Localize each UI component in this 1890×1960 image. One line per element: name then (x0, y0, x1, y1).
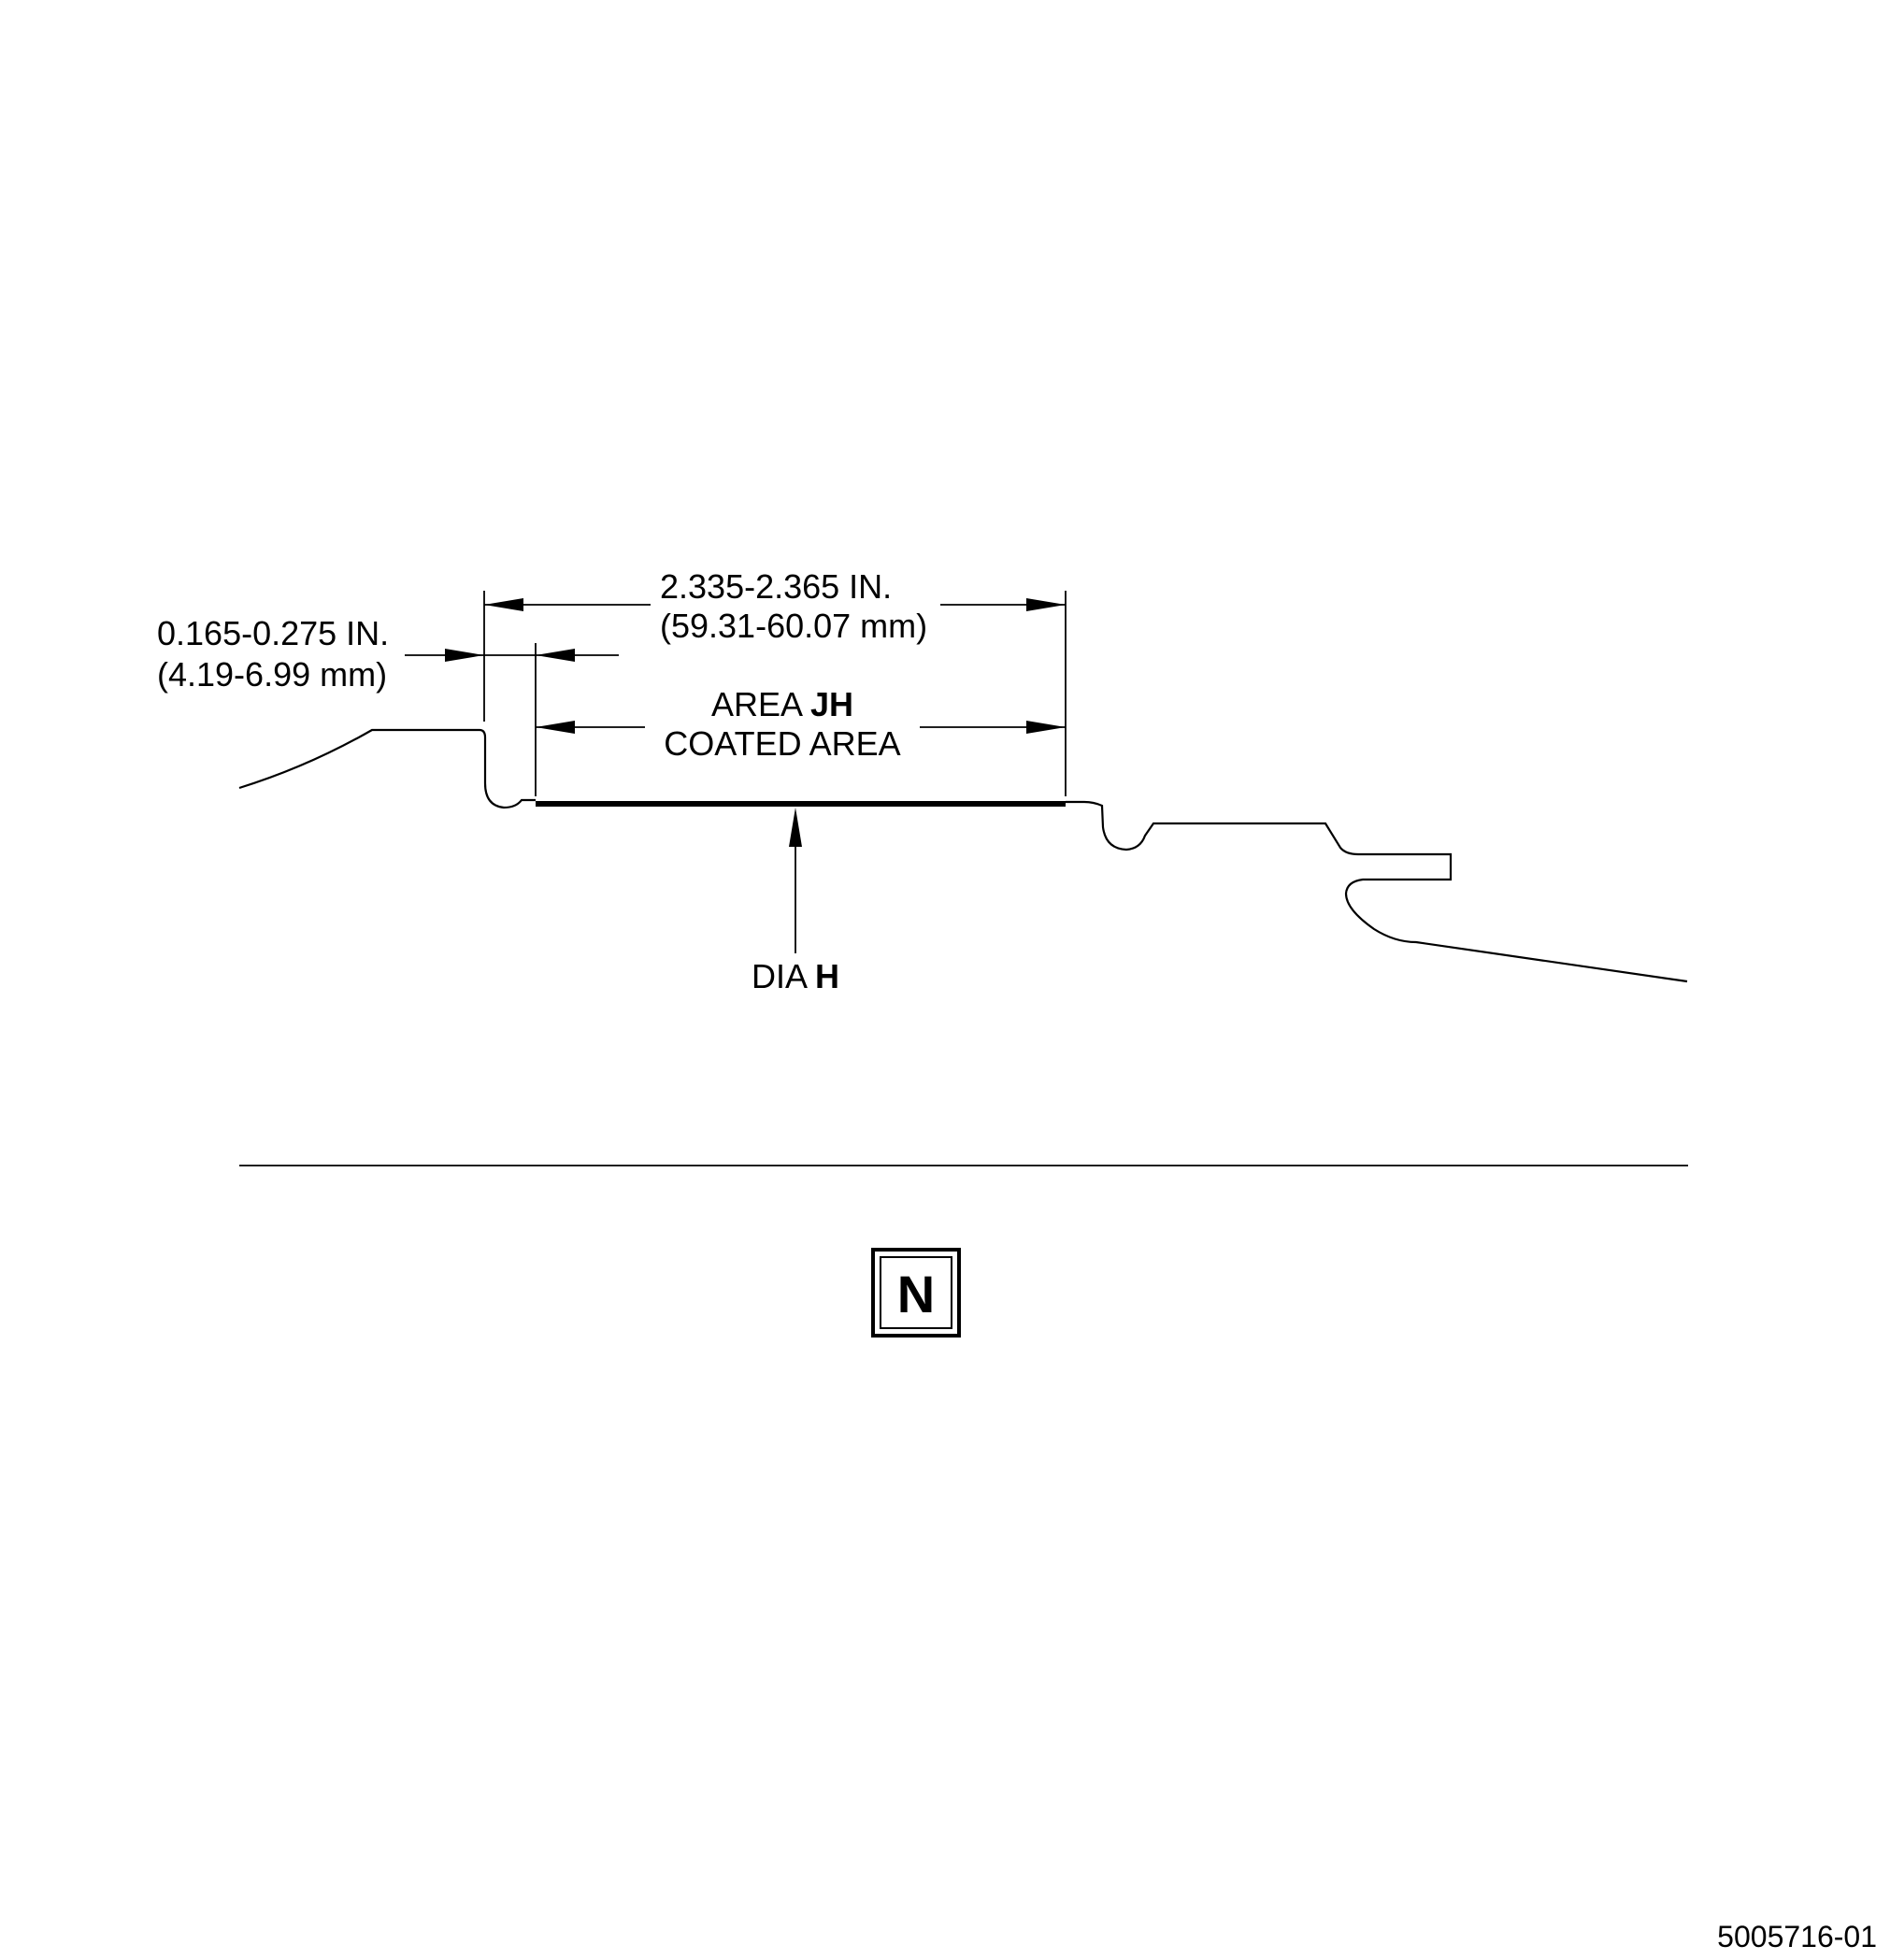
view-letter: N (897, 1265, 935, 1323)
offset-mm: (4.19-6.99 mm) (157, 655, 387, 694)
diameter-arrowhead (789, 808, 802, 847)
view-box-outer (871, 1248, 961, 1338)
offset-right-arrowhead (536, 649, 575, 662)
coated-area-label: COATED AREA (664, 724, 900, 763)
dia-id: H (815, 957, 839, 995)
figure-number: 5005716-01 (1717, 1920, 1877, 1953)
right-groove-contour (1066, 800, 1688, 983)
offset-inches: 0.165-0.275 IN. (157, 614, 389, 652)
overall-length-mm: (59.31-60.07 mm) (660, 607, 927, 645)
offset-left-arrowhead (445, 649, 484, 662)
overall-length-inches: 2.335-2.365 IN. (660, 567, 892, 606)
view-identifier: N (871, 1248, 961, 1338)
offset-dimension: 0.165-0.275 IN. (4.19-6.99 mm) (157, 614, 619, 694)
dia-prefix: DIA (752, 957, 815, 995)
extension-lines (483, 591, 1067, 796)
view-box-inner (880, 1256, 952, 1329)
area-jh-label: AREA JH (711, 685, 853, 723)
part-profile (238, 728, 1688, 983)
overall-length-dimension: 2.335-2.365 IN. (59.31-60.07 mm) (484, 567, 1066, 645)
coated-area-dimension: AREA JH COATED AREA (536, 685, 1066, 763)
coated-left-arrowhead (536, 721, 575, 734)
overall-right-arrowhead (1026, 598, 1066, 611)
coated-right-arrowhead (1026, 721, 1066, 734)
diameter-callout: DIA H (752, 808, 839, 995)
area-id: JH (810, 685, 853, 723)
area-prefix: AREA (711, 685, 810, 723)
left-flange-contour (238, 728, 536, 809)
overall-left-arrowhead (484, 598, 523, 611)
dia-h-label: DIA H (752, 957, 839, 995)
